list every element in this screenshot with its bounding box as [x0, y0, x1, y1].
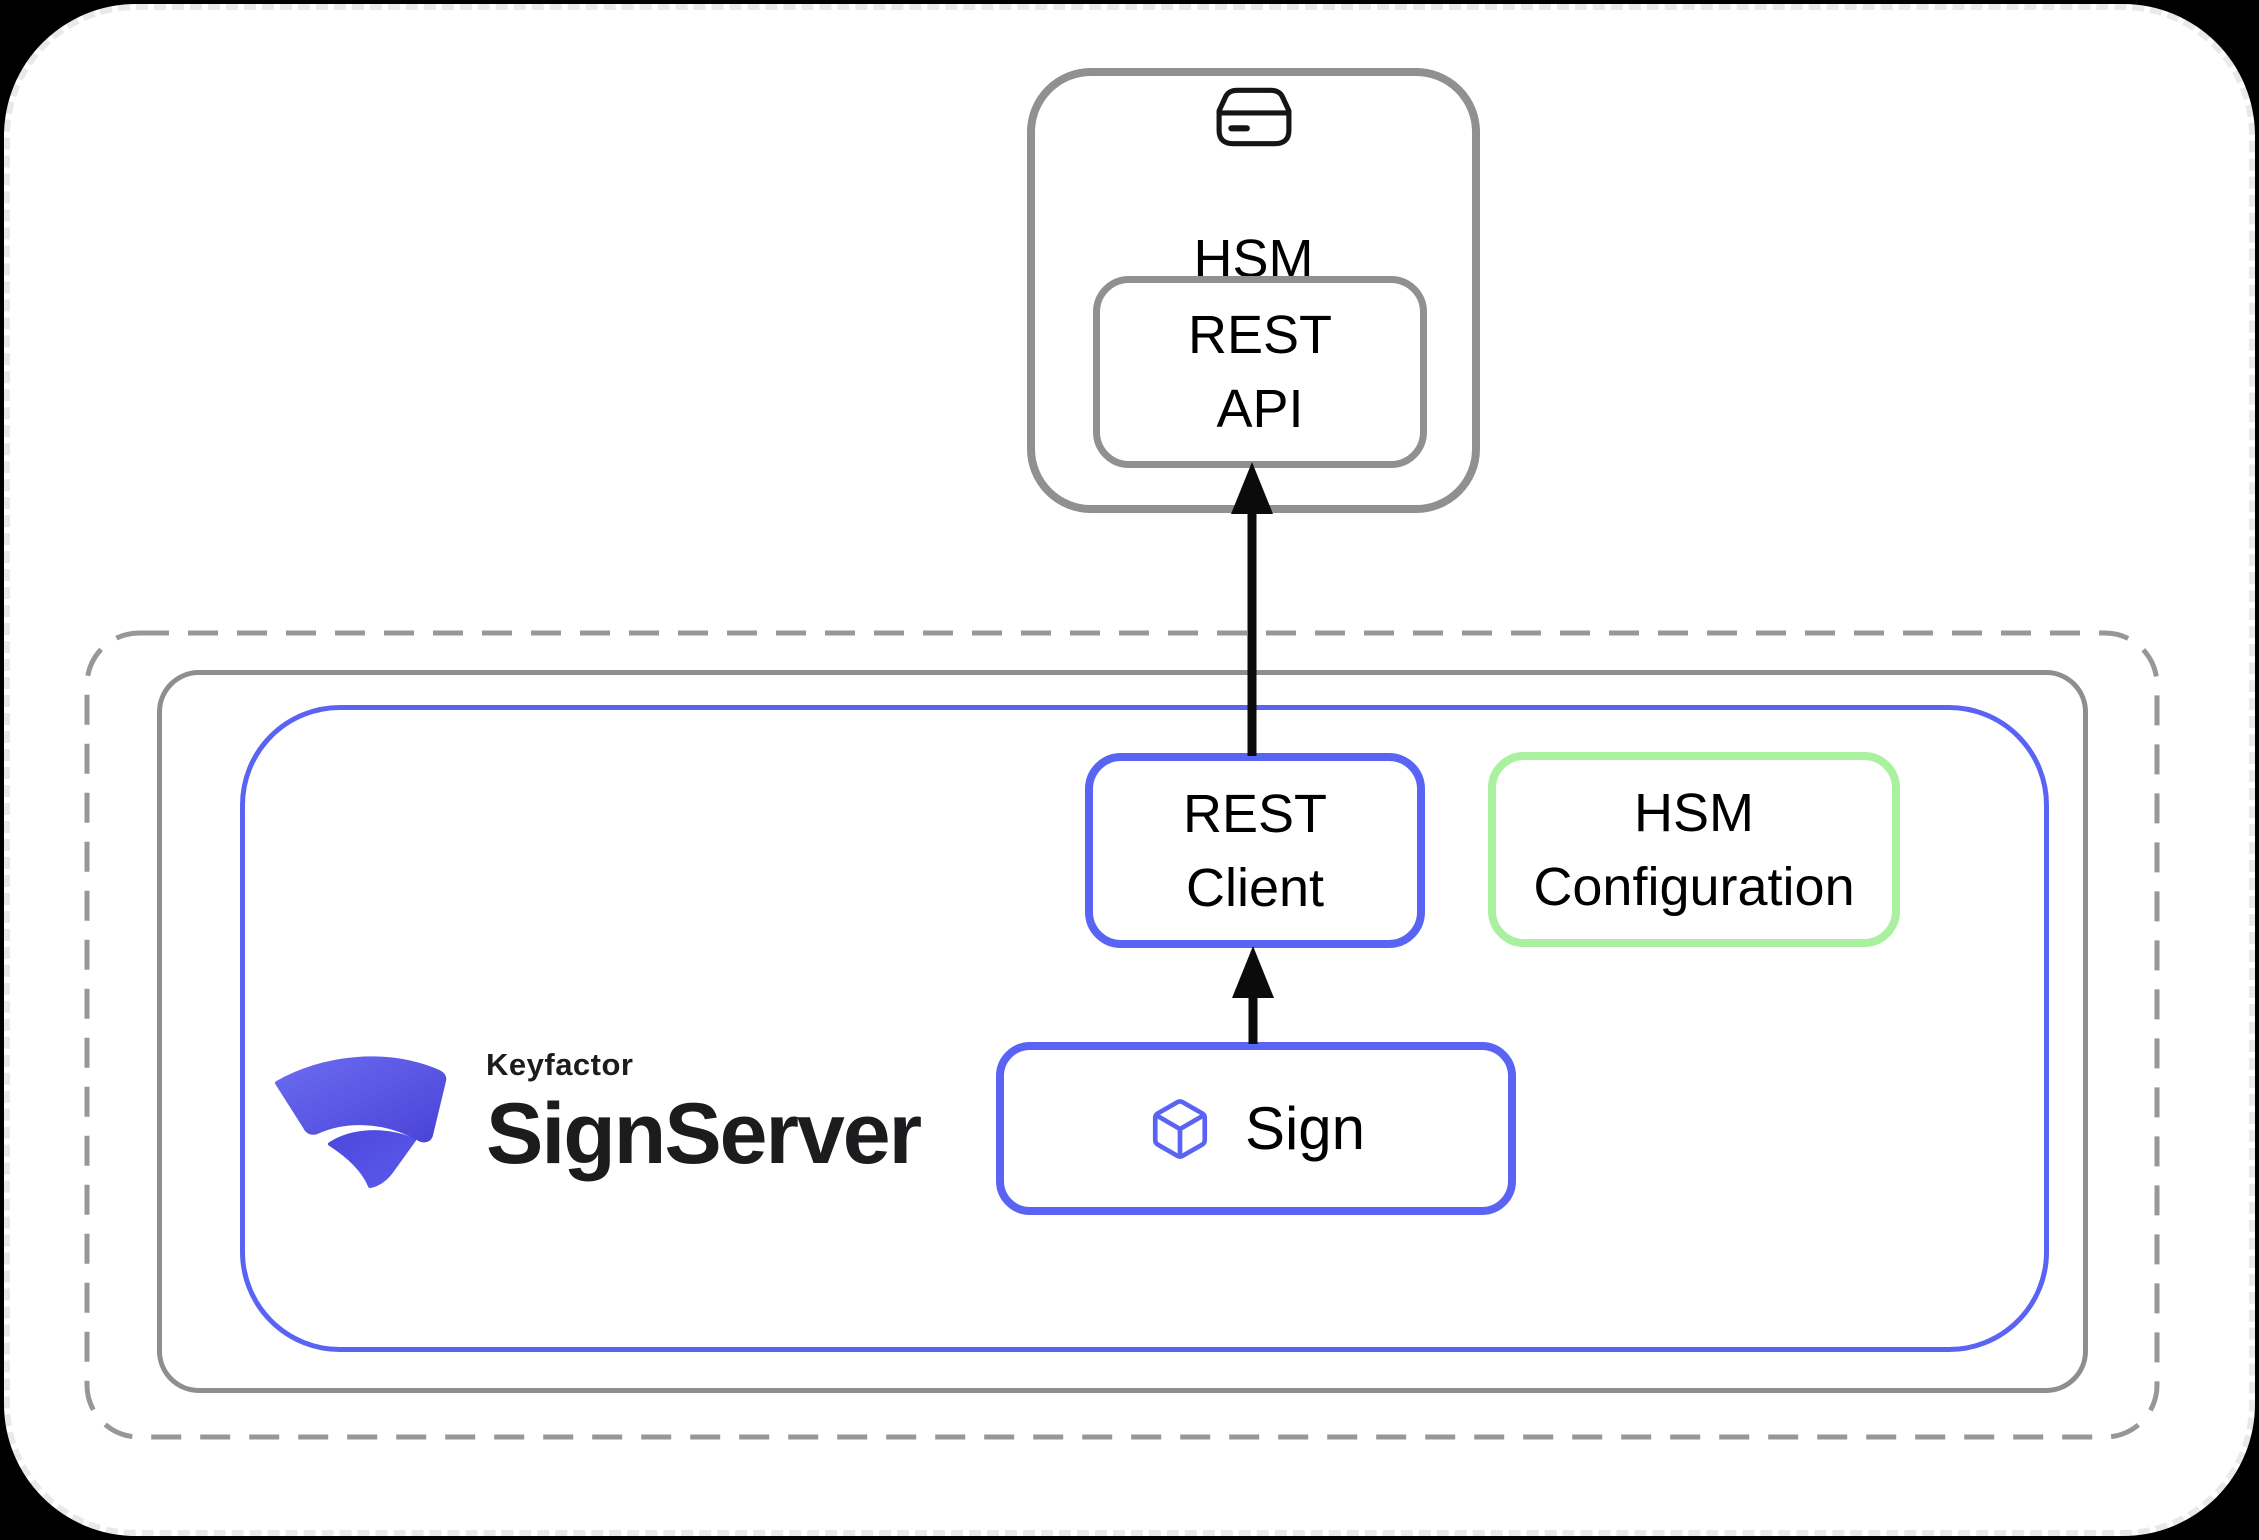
rest-api-line1: REST: [1187, 305, 1333, 365]
signserver-host-box: [157, 670, 2088, 1393]
hsm-configuration-label: HSM Configuration: [1496, 760, 1892, 939]
sign-worker-label: Sign: [1244, 1095, 1366, 1162]
logo-product-text: SignServer: [486, 1086, 922, 1182]
logo-text: Keyfactor SignServer: [486, 1046, 922, 1182]
keyfactor-ribbon-mark-icon: [275, 1056, 447, 1188]
hsm-configuration-box: HSM Configuration: [1488, 752, 1900, 947]
rest-client-box: REST Client: [1085, 753, 1425, 948]
hsm-rest-api-box: REST API: [1093, 276, 1427, 468]
rest-api-line2: API: [1216, 379, 1304, 439]
rest-client-line1: REST: [1182, 783, 1328, 844]
hsm-box: HSM REST API: [1027, 68, 1480, 513]
signserver-app-box: [240, 705, 2049, 1352]
sign-worker-box: Sign: [996, 1042, 1516, 1215]
hsm-configuration-line1: HSM: [1634, 782, 1754, 843]
logo-brand-text: Keyfactor: [486, 1047, 634, 1082]
hsm-configuration-line2: Configuration: [1533, 856, 1855, 917]
rest-client-label: REST Client: [1093, 761, 1417, 940]
external-drive-icon: [1216, 87, 1291, 147]
hsm-rest-api-label: REST API: [1100, 283, 1420, 461]
rest-client-line2: Client: [1185, 857, 1325, 918]
cube-icon: [1152, 1098, 1208, 1159]
